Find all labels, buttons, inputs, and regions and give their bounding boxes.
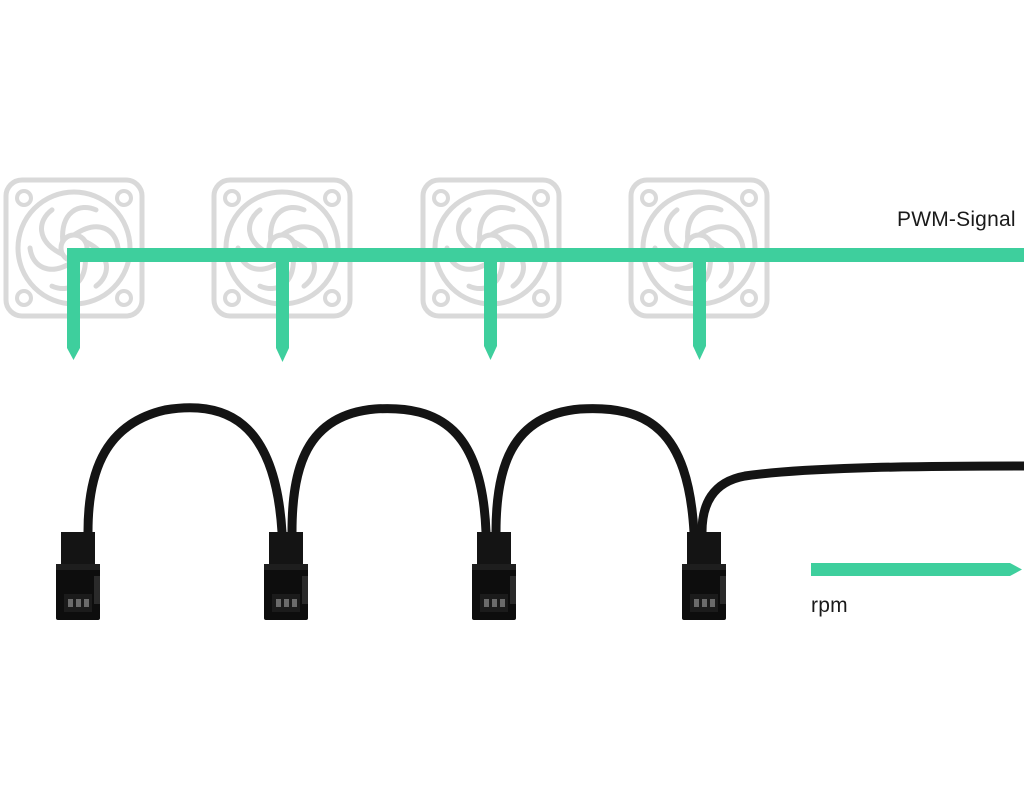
fan-connector-icon xyxy=(264,532,308,620)
pwm-drop-arrow-3 xyxy=(484,255,497,360)
fan-connector-icon xyxy=(472,532,516,620)
rpm-label: rpm xyxy=(811,594,848,617)
pwm-drop-arrow-4 xyxy=(693,255,706,360)
splitter-cable xyxy=(83,403,1024,537)
connector-row xyxy=(56,532,726,620)
rpm-signal-arrow xyxy=(811,563,1022,576)
pwm-bus xyxy=(67,248,1024,262)
pwm-drop-arrow-1 xyxy=(67,248,80,360)
pwm-drop-arrow-2 xyxy=(276,255,289,362)
fan-connector-icon xyxy=(682,532,726,620)
pwm-signal-line xyxy=(67,248,1024,362)
fan-connector-icon xyxy=(56,532,100,620)
pwm-signal-label: PWM-Signal xyxy=(897,208,1016,231)
